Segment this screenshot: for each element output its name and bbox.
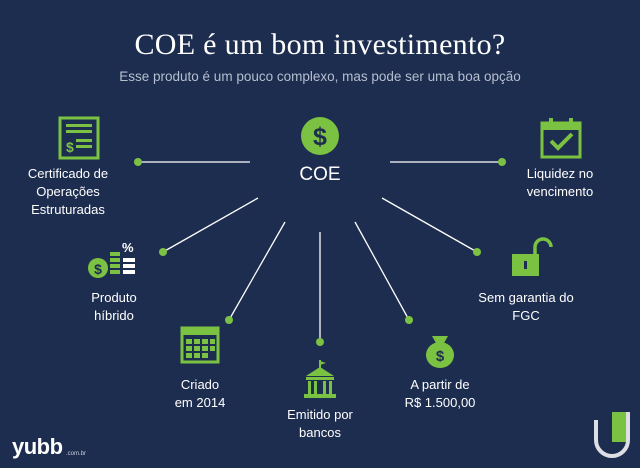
brand-logo: yubb [12, 434, 63, 459]
connector-partir [354, 221, 410, 321]
document-dollar-icon: $ [58, 116, 100, 160]
calendar-check-icon [540, 118, 582, 159]
connector-dot [134, 158, 142, 166]
connector-dot [316, 338, 324, 346]
svg-text:%: % [122, 240, 134, 255]
unlocked-padlock-icon [512, 237, 553, 276]
label-liquidez: Liquidez no vencimento [526, 166, 594, 199]
label-hibrido: Produto híbrido [91, 290, 137, 323]
brand-logo-suffix: .com.br [66, 451, 87, 457]
connector-dot [498, 158, 506, 166]
brand-corner-mark-icon [594, 412, 630, 458]
bank-building-icon [304, 360, 336, 398]
connector-dot [225, 316, 233, 324]
page-title: COE é um bom investimento? [134, 28, 506, 61]
svg-text:$: $ [436, 348, 445, 365]
money-bag-icon: $ [426, 336, 454, 368]
connector-dot [473, 248, 481, 256]
label-certificado: Certificado de Operações Estruturadas [27, 166, 109, 217]
connector-criado [228, 221, 286, 321]
page-subtitle: Esse produto é um pouco complexo, mas po… [119, 69, 521, 84]
connector-dot [405, 316, 413, 324]
label-fgc: Sem garantia do FGC [478, 290, 574, 323]
dollar-coin-icon: $ [301, 117, 339, 155]
label-criado: Criado em 2014 [174, 377, 226, 410]
connector-hibrido [162, 197, 259, 253]
center-label: COE [299, 164, 341, 185]
svg-text:$: $ [313, 123, 327, 151]
coins-percent-icon: $ % [88, 240, 135, 278]
svg-text:$: $ [66, 139, 74, 155]
connector-dot [159, 248, 167, 256]
label-partir: A partir de R$ 1.500,00 [404, 377, 476, 410]
connector-fgc [381, 197, 478, 253]
svg-text:$: $ [94, 261, 102, 277]
calendar-grid-icon [180, 326, 220, 364]
label-emitido: Emitido por bancos [287, 407, 353, 440]
